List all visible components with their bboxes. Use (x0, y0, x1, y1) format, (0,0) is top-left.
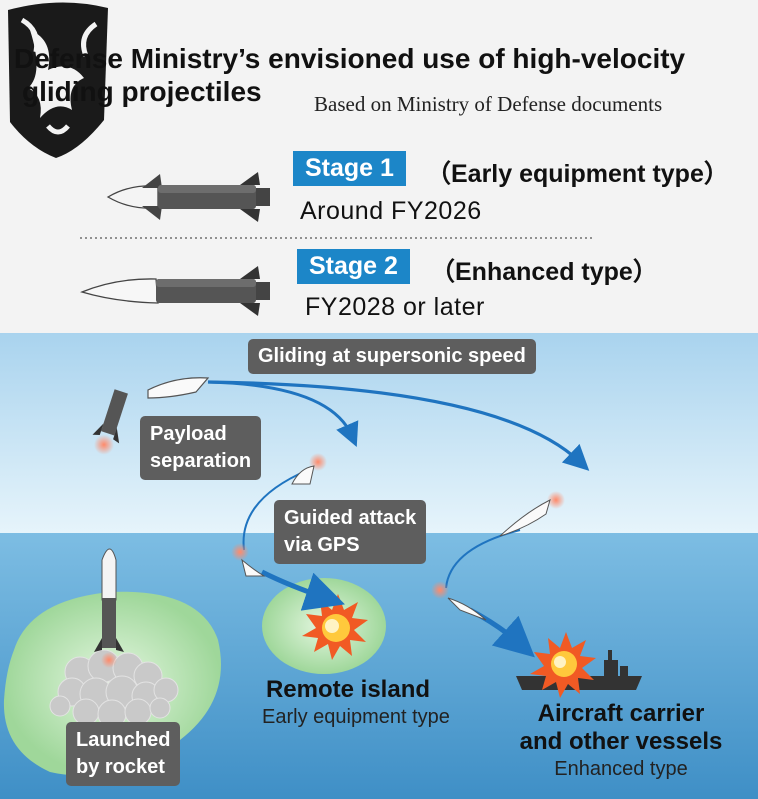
trajectory-island-mid (242, 469, 309, 551)
carrier-title-line2: and other vessels (519, 728, 723, 755)
page-title: Defense Ministry’s envisioned use of hig… (14, 43, 686, 74)
gliding-label: Gliding at supersonic speed (248, 339, 536, 374)
payload-separation-line1: Payload (150, 423, 227, 445)
guided-attack-label: Guided attack via GPS (274, 500, 427, 564)
remote-island-subtitle: Early equipment type (262, 706, 450, 728)
launched-label: Launched by rocket (66, 722, 181, 786)
lion-logo-icon (8, 2, 108, 159)
payload-separation-line2: separation (150, 450, 252, 472)
guided-attack-line2: via GPS (284, 534, 360, 556)
stage2-badge: Stage 2 (297, 249, 410, 284)
stage2-type: （Enhanced type） (430, 258, 658, 286)
explosion-icon (302, 594, 368, 660)
aircraft-carrier-icon (516, 632, 642, 698)
glide-vehicle-icon (291, 453, 327, 485)
stage2-date: FY2028 or later (305, 293, 485, 321)
carrier-title: Aircraft carrier and other vessels (496, 700, 746, 756)
launched-line2: by rocket (76, 756, 165, 778)
stage1-projectile-icon (106, 172, 270, 222)
remote-island-title: Remote island (265, 676, 431, 703)
source-note: Based on Ministry of Defense documents (314, 92, 663, 116)
carrier-subtitle: Enhanced type (554, 758, 688, 780)
page-title-line2: gliding projectiles (22, 76, 262, 107)
separated-booster-icon (92, 389, 128, 455)
glide-vehicle-icon (431, 581, 487, 621)
stage2-projectile-icon (80, 266, 270, 316)
stage1-type: （Early equipment type） (426, 160, 729, 188)
smoke-cloud (49, 649, 179, 729)
glide-vehicle-icon (147, 377, 210, 399)
stage1-badge: Stage 1 (293, 151, 406, 186)
trajectory-island-final (260, 569, 345, 611)
launch-rocket-icon (94, 548, 124, 668)
carrier-title-line1: Aircraft carrier (537, 700, 705, 727)
trajectory-ships-mid (445, 529, 521, 589)
glide-vehicle-icon (499, 491, 565, 537)
payload-separation-label: Payload separation (140, 416, 262, 480)
glide-vehicle-icon (231, 543, 266, 577)
launched-line1: Launched (76, 729, 171, 751)
guided-attack-line1: Guided attack (284, 507, 417, 529)
trajectory-to-ships-upper (207, 380, 590, 471)
stage1-date: Around FY2026 (300, 197, 482, 225)
